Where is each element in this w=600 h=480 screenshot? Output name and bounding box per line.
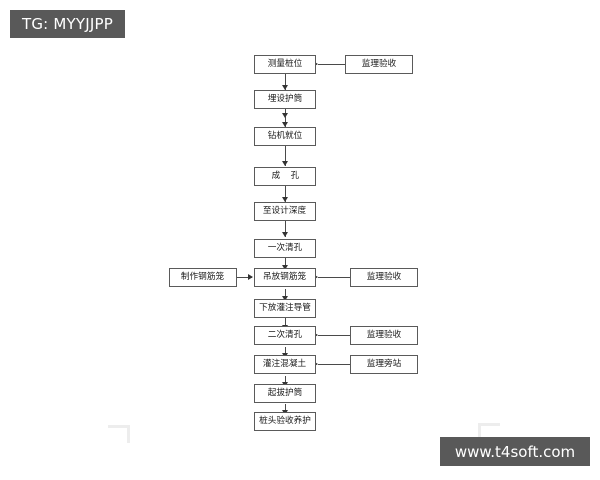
arrow-2a <box>282 113 288 118</box>
connector-side-2 <box>236 277 252 278</box>
connector-7 <box>285 289 286 301</box>
flow-node-label: 监理验收 <box>361 59 397 69</box>
connector-side-3 <box>318 277 350 278</box>
connector-side-4 <box>318 335 350 336</box>
arrow-4 <box>282 197 288 202</box>
flow-node-embed-casing[interactable]: 埋设护筒 <box>254 90 316 109</box>
flow-node-label: 监理旁站 <box>366 359 402 369</box>
flow-node-label: 测量桩位 <box>267 59 303 69</box>
connector-10 <box>285 376 286 387</box>
flow-node-lower-rebar-cage[interactable]: 吊放钢筋笼 <box>254 268 316 287</box>
flow-node-label: 成 孔 <box>271 171 303 181</box>
flow-node-to-design-depth[interactable]: 至设计深度 <box>254 202 316 221</box>
connector-side-5 <box>318 364 350 365</box>
flow-node-pull-out-casing[interactable]: 起拔护筒 <box>254 384 316 403</box>
arrow-1 <box>282 85 288 90</box>
connector-8 <box>285 318 286 330</box>
flow-node-supervision-acceptance-1[interactable]: 监理验收 <box>345 55 413 74</box>
flow-node-drill-rig-in-place[interactable]: 钻机就位 <box>254 127 316 146</box>
corner-registration-mark-right <box>478 423 500 441</box>
connector-1 <box>285 74 286 90</box>
connector-4 <box>285 186 286 202</box>
flow-node-label: 下放灌注导管 <box>259 303 311 313</box>
connector-6 <box>285 258 286 270</box>
arrow-2b <box>282 122 288 127</box>
flow-node-label: 灌注混凝土 <box>263 359 307 369</box>
flow-node-label: 一次清孔 <box>267 243 303 253</box>
flow-node-first-hole-cleaning[interactable]: 一次清孔 <box>254 239 316 258</box>
arrow-6 <box>282 265 288 270</box>
arrow-3 <box>282 161 288 166</box>
flow-node-lower-pouring-pipe[interactable]: 下放灌注导管 <box>254 299 316 318</box>
flow-node-second-hole-cleaning[interactable]: 二次清孔 <box>254 326 316 345</box>
flow-node-label: 桩头验收养护 <box>259 416 311 426</box>
connector-side-1 <box>318 64 345 65</box>
flow-node-label: 监理验收 <box>366 272 402 282</box>
flow-node-form-hole[interactable]: 成 孔 <box>254 167 316 186</box>
flow-node-label: 制作钢筋笼 <box>181 272 225 282</box>
flow-node-supervision-on-site[interactable]: 监理旁站 <box>350 355 418 374</box>
flow-node-supervision-acceptance-3[interactable]: 监理验收 <box>350 326 418 345</box>
flow-node-label: 起拔护筒 <box>267 388 303 398</box>
flow-node-label: 至设计深度 <box>263 206 307 216</box>
flow-node-label: 监理验收 <box>366 330 402 340</box>
corner-registration-mark-left <box>108 425 130 443</box>
connector-9 <box>285 347 286 358</box>
flow-node-pile-head-acceptance-curing[interactable]: 桩头验收养护 <box>254 412 316 431</box>
connector-3 <box>285 146 286 166</box>
flow-node-label: 埋设护筒 <box>267 94 303 104</box>
arrow-5 <box>282 232 288 237</box>
connector-2 <box>285 109 286 127</box>
site-watermark: www.t4soft.com <box>440 437 590 466</box>
flow-node-supervision-acceptance-2[interactable]: 监理验收 <box>350 268 418 287</box>
arrow-7 <box>282 296 288 301</box>
flow-node-label: 钻机就位 <box>267 131 303 141</box>
flow-node-label: 吊放钢筋笼 <box>263 272 307 282</box>
arrow-side-2 <box>248 274 253 280</box>
tag-badge: TG: MYYJJPP <box>10 10 126 38</box>
connector-11 <box>285 404 286 415</box>
flow-node-label: 二次清孔 <box>267 330 303 340</box>
flow-node-pour-concrete[interactable]: 灌注混凝土 <box>254 355 316 374</box>
flow-node-measure-pile-position[interactable]: 测量桩位 <box>254 55 316 74</box>
connector-5 <box>285 221 286 237</box>
flow-node-make-rebar-cage[interactable]: 制作钢筋笼 <box>169 268 237 287</box>
